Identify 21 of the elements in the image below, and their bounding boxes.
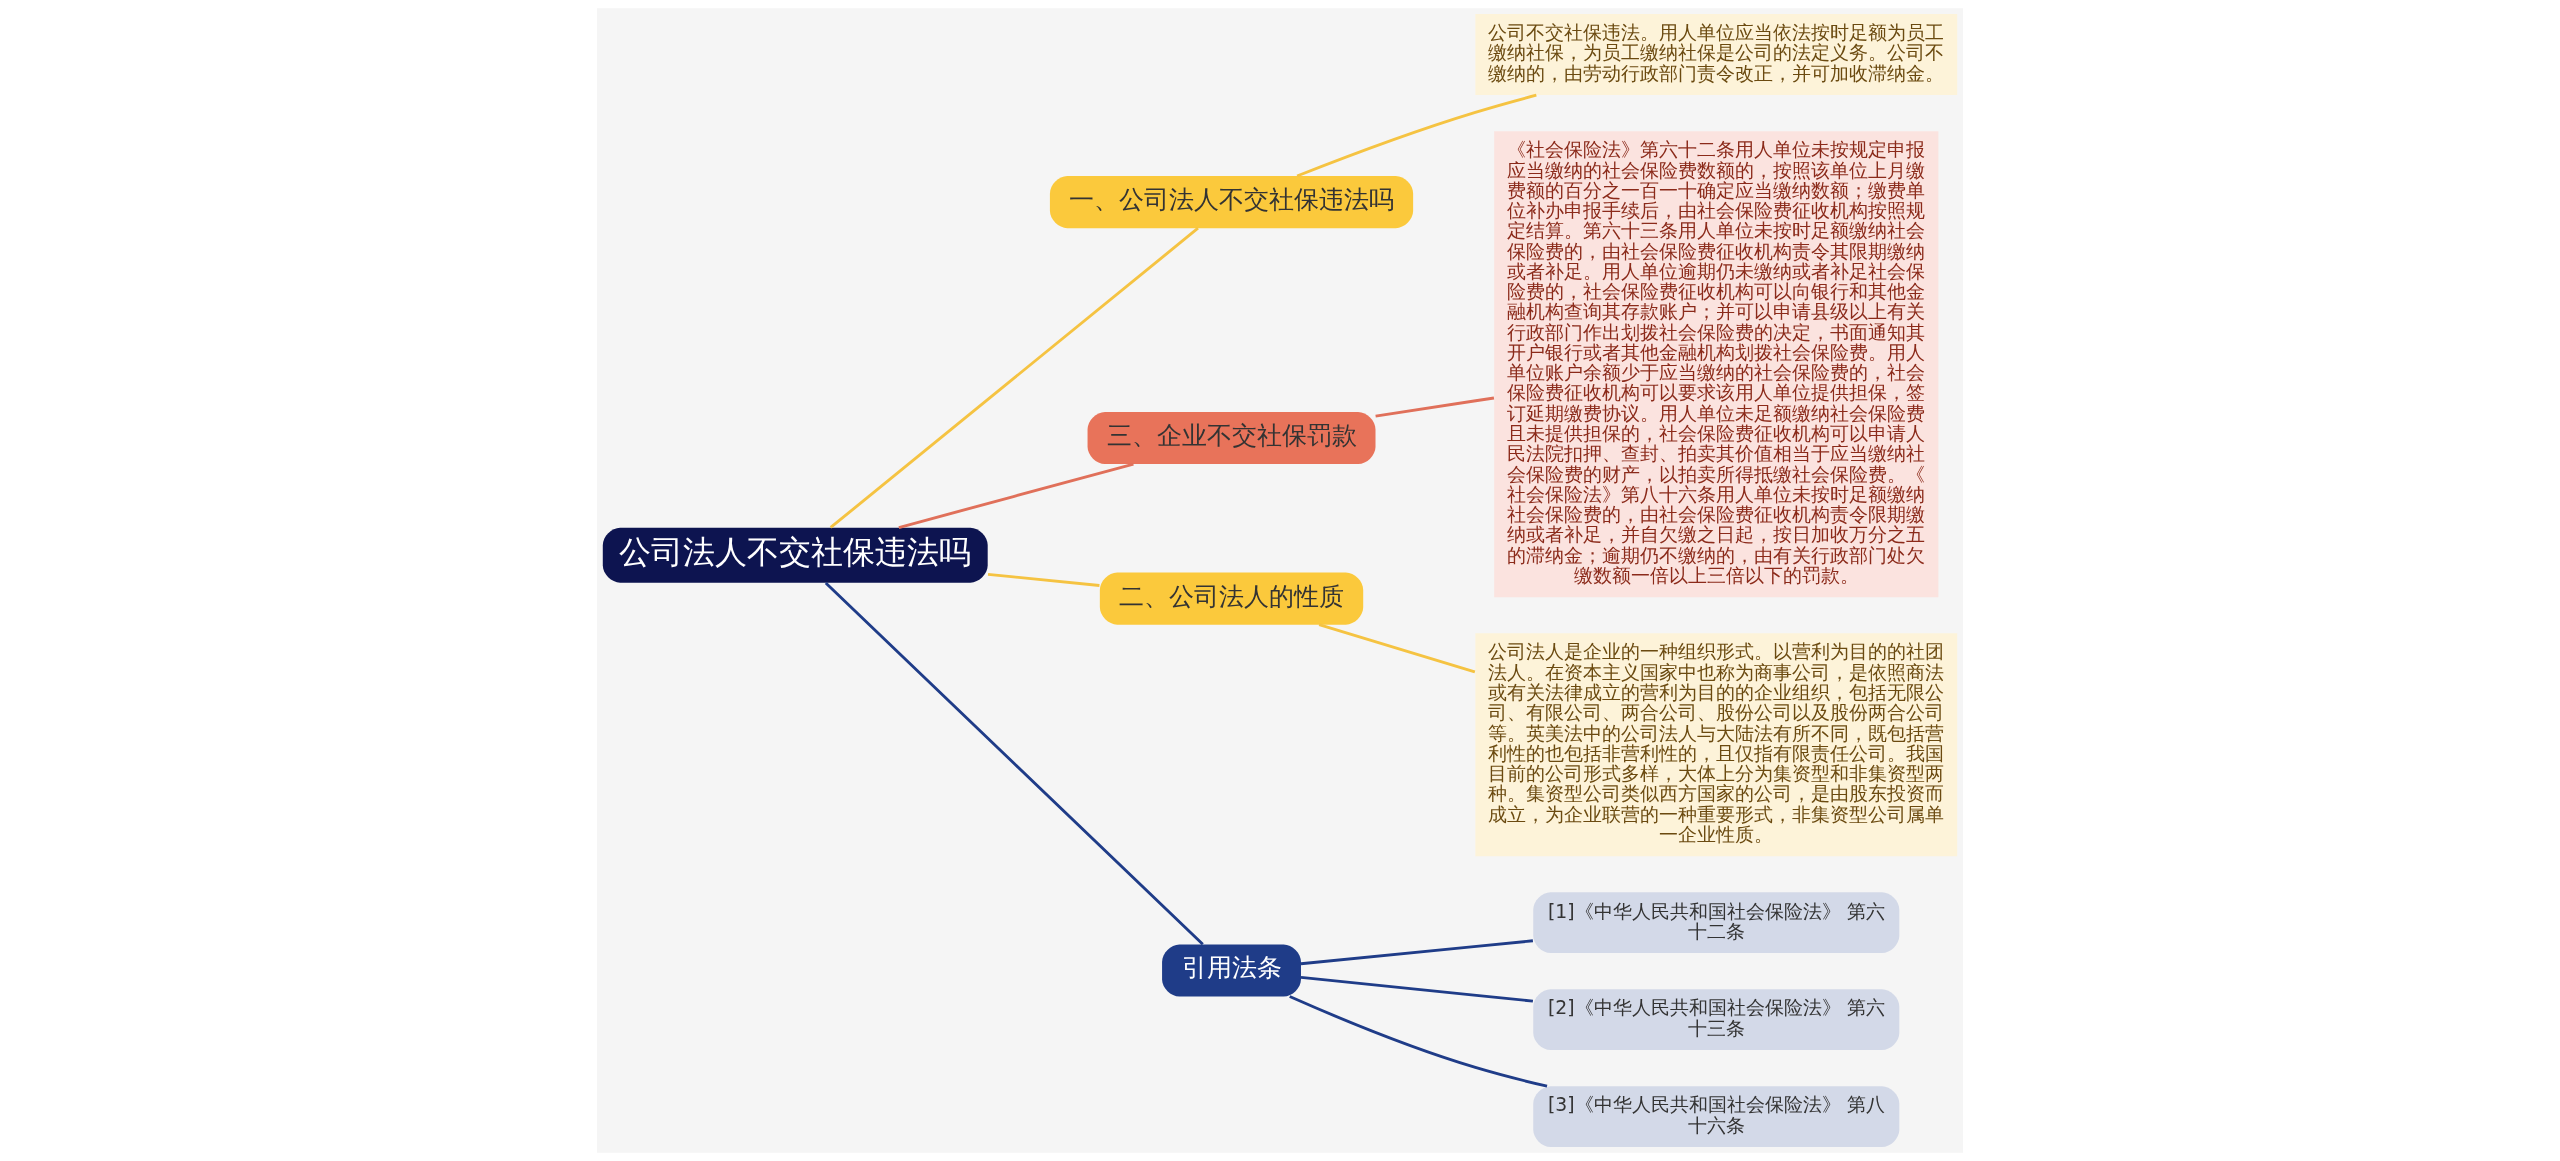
connector xyxy=(1289,995,1548,1088)
connector xyxy=(898,462,1134,529)
node-box: 《社会保险法》第六十二条用人单位未按规定申报应当缴纳的社会保险费数额的，按照该单位上月缴费额的百分之一百一十确定应当缴纳数额；缴费单位补办申报手续后，由社会保险费征收机构按照规定结算。第六十三条用人单位未按时足额缴纳社会保险费的，由社会保险费征收机构责令其限期缴纳或者补足。用人单位逾期仍未缴纳或者补足社会保险费的，社会保险费征收机构可以向银行和其他金融机构查询其存款账户；并可以申请县级以上有关行政部门作出划拨社会保险费的决定，书面通知其开户银行或者其他金融机构划拨社会保险费。用人单位账户余额少于应当缴纳的社会保险费的，社会保险费征收机构可以要求该用人单位提供担保，签订延期缴费协议。用人单位未足额缴纳社会保险费且未提供担保的，社会保险费征收机构可以申请人民法院扣押、查封、拍卖其价值相当于应当缴纳社会保险费的财产，以拍卖所得抵缴社会保险费。《社会保险法》第八十六条用人单位未按时足额缴纳社会保险费的，由社会保险费征收机构责令限期缴纳或者补足，并自欠缴之日起，按日加收万分之五的滞纳金；逾期仍不缴纳的，由有关行政部门处欠缴数额一倍以上三倍以下的罚款。 xyxy=(1494,131,1939,598)
node-box: 公司法人是企业的一种组织形式。以营利为目的的社团法人。在资本主义国家中也称为商事公司，是依照商法或有关法律成立的营利为目的的企业组织，包括无限公司、有限公司、两合公司、股份公司以及股份两合公司等。英美法中的公司法人与大陆法有所不同，既包括营利性的也包括非营利性的，且仅指有限责任公司。我国目前的公司形式多样，大体上分为集资型和非集资型两种。集资型公司类似西方国家的公司，是由股东投资而成立，为企业联营的一种重要形式，非集资型公司属单一企业性质。 xyxy=(1475,633,1958,857)
node-box: 三、企业不交社保罚款 xyxy=(1087,411,1376,464)
connector xyxy=(829,227,1199,529)
node-box: 一、公司法人不交社保违法吗 xyxy=(1049,176,1414,229)
connector xyxy=(1296,93,1537,178)
connector xyxy=(1375,396,1495,418)
node-box: 二、公司法人的性质 xyxy=(1099,572,1364,625)
node-box: [1]《中华人民共和国社会保险法》 第六十二条 xyxy=(1533,892,1900,954)
node-box: 引用法条 xyxy=(1162,944,1301,997)
connector xyxy=(1300,976,1534,1003)
connector xyxy=(1300,939,1534,966)
connector xyxy=(987,572,1100,587)
node-box: [2]《中华人民共和国社会保险法》 第六十三条 xyxy=(1533,989,1900,1051)
connector xyxy=(1318,623,1476,674)
connector xyxy=(824,582,1204,946)
node-box: [3]《中华人民共和国社会保险法》 第八十六条 xyxy=(1533,1086,1900,1147)
node-box: 公司法人不交社保违法吗 xyxy=(602,527,988,583)
node-box: 公司不交社保违法。用人单位应当依法按时足额为员工缴纳社保，为员工缴纳社保是公司的法定义务。公司不缴纳的，由劳动行政部门责令改正，并可加收滞纳金。 xyxy=(1475,14,1958,95)
